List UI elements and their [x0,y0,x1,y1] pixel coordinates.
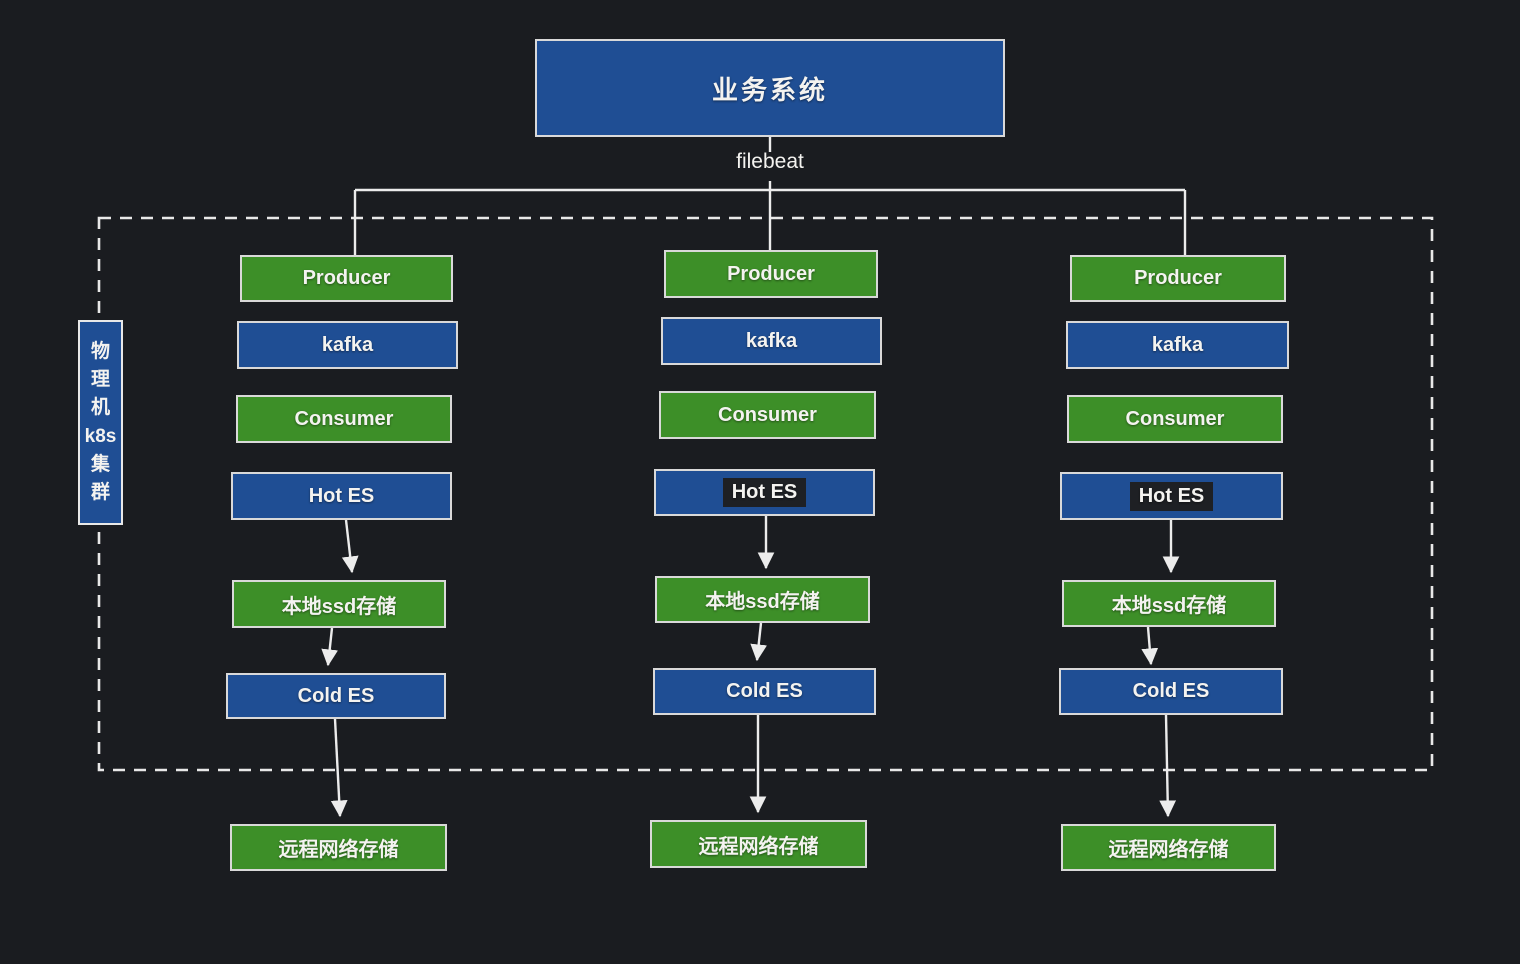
node-label: Consumer [1125,407,1225,430]
cluster-label-char: 物 [90,341,110,363]
node-label: Producer [302,267,391,289]
node-producer-middle[interactable]: Producer [664,250,878,298]
node-label: Producer [1134,267,1222,289]
node-remote-storage-right[interactable]: 远程网络存储 [1061,824,1276,871]
filebeat-label: filebeat [736,150,804,173]
node-kafka-right[interactable]: kafka [1066,321,1289,369]
node-label: Hot ES [308,484,375,507]
node-local-ssd-middle[interactable]: 本地ssd存储 [655,576,870,623]
node-kafka-left[interactable]: kafka [237,321,458,369]
node-local-ssd-left[interactable]: 本地ssd存储 [232,580,446,628]
node-label: Hot ES [722,478,807,507]
node-producer-right[interactable]: Producer [1070,255,1286,302]
node-business-system[interactable]: 业务系统 [535,39,1005,137]
node-label: Consumer [294,407,394,430]
cluster-label-char: 理 [90,369,110,391]
node-consumer-middle[interactable]: Consumer [659,391,876,439]
cluster-label-char: k8s [84,425,117,447]
node-hot-es-middle[interactable]: Hot ES [654,469,875,516]
node-label: 远程网络存储 [698,835,819,858]
node-cold-es-left[interactable]: Cold ES [226,673,446,719]
node-consumer-left[interactable]: Consumer [236,395,452,443]
node-kafka-middle[interactable]: kafka [661,317,882,365]
node-label: 本地ssd存储 [281,595,397,618]
node-local-ssd-right[interactable]: 本地ssd存储 [1062,580,1276,627]
node-label: kafka [745,329,798,352]
cluster-label-char: 集 [90,453,110,475]
node-label: Cold ES [1132,680,1210,702]
k8s-cluster-label[interactable]: 物 理 机 k8s 集 群 [78,320,123,525]
node-label: Consumer [718,403,817,426]
node-label: 本地ssd存储 [705,591,820,613]
node-label: 远程网络存储 [1108,839,1229,861]
node-remote-storage-middle[interactable]: 远程网络存储 [650,820,867,868]
node-label: 远程网络存储 [278,839,399,861]
node-label: 业务系统 [711,74,828,105]
cluster-label-char: 群 [90,481,110,503]
node-hot-es-right[interactable]: Hot ES [1060,472,1283,520]
node-producer-left[interactable]: Producer [240,255,453,302]
node-remote-storage-left[interactable]: 远程网络存储 [230,824,447,871]
node-hot-es-left[interactable]: Hot ES [231,472,452,520]
node-label: kafka [321,333,374,356]
node-label: Producer [727,262,815,285]
node-cold-es-middle[interactable]: Cold ES [653,668,876,715]
cluster-label-char: 机 [90,397,110,419]
node-label: Cold ES [726,680,803,702]
node-cold-es-right[interactable]: Cold ES [1059,668,1283,715]
node-label: Cold ES [297,684,375,707]
node-label: 本地ssd存储 [1111,595,1227,617]
node-consumer-right[interactable]: Consumer [1067,395,1283,443]
node-label: kafka [1151,333,1204,356]
node-label: Hot ES [1129,481,1214,511]
